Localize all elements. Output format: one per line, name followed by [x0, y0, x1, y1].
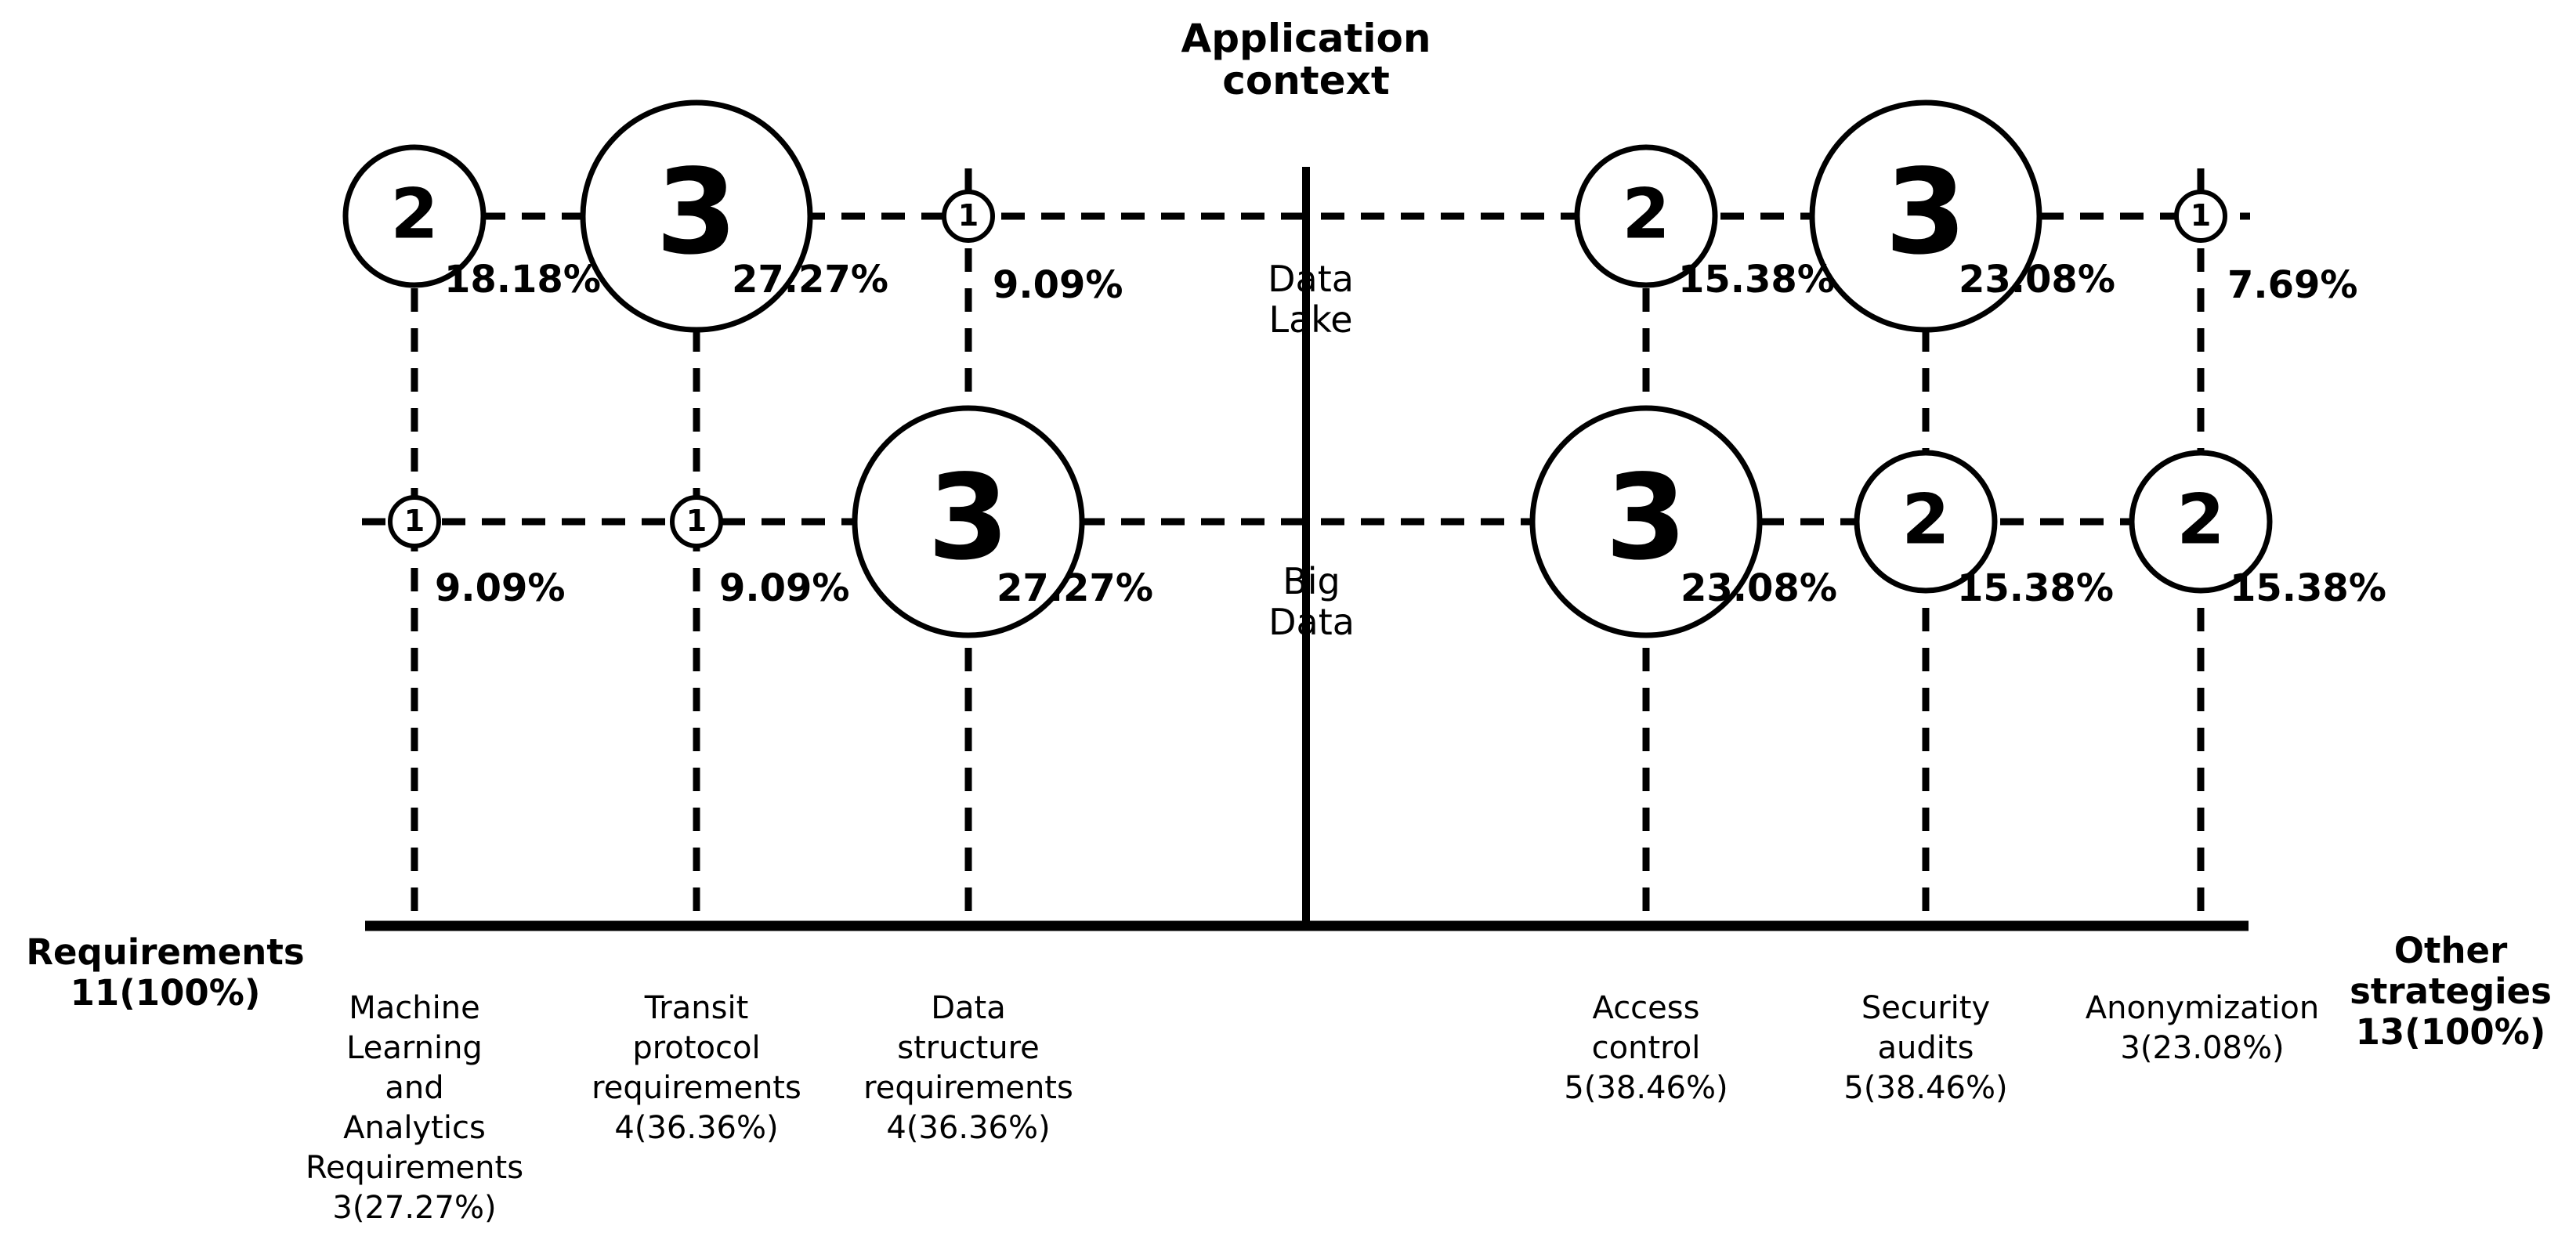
bubble-count: 3	[1605, 450, 1688, 587]
bubble-percent: 9.09%	[719, 566, 850, 610]
bubble-circle-bigdata-ml	[388, 495, 441, 548]
column-label-ml-analytics: Machine Learning and Analytics Requireme…	[305, 990, 524, 1226]
axis-label-other-strategies-total: Other strategies 13(100%)	[2350, 930, 2552, 1053]
bubble-percent: 23.08%	[1681, 566, 1837, 610]
bubble-circle-bigdata-transit	[670, 495, 723, 548]
bubble-count: 1	[957, 197, 979, 233]
bubble-count: 2	[1622, 173, 1670, 255]
bubble-count: 1	[403, 503, 425, 538]
bubble-count: 3	[1884, 144, 1967, 281]
bubble-circle-bigdata-access	[1529, 405, 1763, 638]
bubble-circle-datalake-structure	[942, 190, 995, 243]
bubble-count: 2	[1901, 479, 1950, 560]
column-label-anonymization: Anonymization 3(23.08%)	[2085, 990, 2320, 1066]
bubble-circle-bigdata-audits	[1854, 450, 1998, 594]
column-label-access-control: Access control 5(38.46%)	[1564, 990, 1728, 1106]
row-label-data-lake: Data Lake	[1268, 258, 1354, 341]
bubble-count: 1	[686, 503, 707, 538]
column-label-transit-protocol: Transit protocol requirements 4(36.36%)	[592, 990, 801, 1146]
bubble-percent: 15.38%	[1678, 258, 1835, 302]
bubble-circle-bigdata-anonymization	[2129, 450, 2273, 594]
bubble-circle-datalake-access	[1574, 144, 1718, 288]
bubble-circle-datalake-transit	[580, 99, 813, 333]
bubble-circle-bigdata-structure	[852, 405, 1085, 638]
bubble-percent: 9.09%	[993, 263, 1123, 307]
bubble-percent: 18.18%	[444, 258, 601, 302]
bubble-percent: 9.09%	[435, 566, 566, 610]
bubble-count: 3	[927, 450, 1010, 587]
bubble-circle-datalake-audits	[1809, 99, 2042, 333]
bubble-circle-datalake-ml	[342, 144, 487, 288]
bubble-count: 2	[390, 173, 439, 255]
bubble-count: 1	[2190, 197, 2212, 233]
bubble-percent: 27.27%	[997, 566, 1153, 610]
chart-title: Application context	[1181, 16, 1431, 103]
axis-label-requirements-total: Requirements 11(100%)	[26, 931, 305, 1014]
bubble-percent: 15.38%	[2230, 566, 2386, 610]
row-label-big-data: Big Data	[1268, 560, 1355, 643]
bubble-percent: 15.38%	[1957, 566, 2114, 610]
column-label-data-structure: Data structure requirements 4(36.36%)	[863, 990, 1073, 1146]
bubble-percent: 23.08%	[1959, 258, 2115, 302]
bubble-count: 3	[655, 144, 738, 281]
bubble-percent: 27.27%	[732, 258, 888, 302]
bubble-count: 2	[2176, 479, 2225, 560]
bubble-circle-datalake-anonymization	[2174, 190, 2227, 243]
column-label-security-audits: Security audits 5(38.46%)	[1843, 990, 2008, 1106]
bubble-percent: 7.69%	[2227, 263, 2358, 307]
